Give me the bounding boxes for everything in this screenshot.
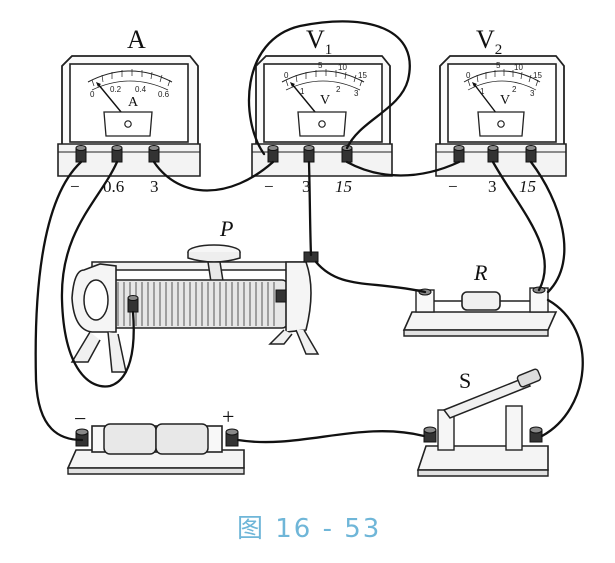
voltmeter2-scale-inner-2: 2 [512,85,517,94]
voltmeter2-terminal-15[interactable] [525,145,537,163]
ammeter-scale-1: 0.2 [110,85,122,94]
voltmeter1-scale-0: 0 [284,71,289,80]
ammeter-terminal-label-neg: − [70,177,80,196]
voltmeter2-scale-15: 15 [533,71,542,80]
voltmeter-2: V2 0 5 10 15 1 2 3 V [435,25,567,196]
rheostat-terminal-right[interactable] [275,289,287,303]
voltmeter2-dial-unit: V [500,93,510,108]
ammeter-terminal-label-0.6: 0.6 [103,177,124,196]
voltmeter2-scale-0: 0 [466,71,471,80]
voltmeter2-terminal-label-15: 15 [519,177,536,196]
battery-minus-label: − [74,406,86,431]
rheostat-terminal-left[interactable] [127,295,139,313]
ammeter-terminal-neg[interactable] [75,145,87,163]
ammeter: A 0 0.2 0.4 0.6 A [57,25,201,196]
voltmeter1-scale-15: 15 [358,71,367,80]
switch-lever[interactable] [442,368,542,419]
ammeter-terminal-3[interactable] [148,145,160,163]
switch-terminal-right[interactable] [529,426,543,443]
voltmeter1-terminal-neg[interactable] [267,145,279,163]
ammeter-terminal-label-3: 3 [150,177,159,196]
voltmeter1-terminal-label-3: 3 [302,177,311,196]
voltmeter2-scale-5: 5 [496,61,501,70]
ammeter-terminal-0.6[interactable] [111,145,123,163]
switch-terminal-left[interactable] [423,426,437,443]
voltmeter1-dial-unit: V [320,93,330,108]
resistor: R [402,260,558,337]
voltmeter-1: V1 0 5 10 15 1 2 3 V [251,25,393,196]
voltmeter1-scale-inner-3: 3 [354,89,359,98]
battery-terminal-pos[interactable] [225,428,239,447]
ammeter-dial-unit: A [128,95,139,110]
voltmeter2-label: V2 [476,25,502,58]
wires [34,20,584,444]
rheostat-coil [117,282,275,326]
switch: S [416,368,549,477]
battery: − + [66,404,245,475]
voltmeter2-scale-ticks [467,69,539,87]
voltmeter1-scale-10: 10 [338,63,347,72]
voltmeter1-terminal-3[interactable] [303,145,315,163]
voltmeter2-scale-inner-3: 3 [530,89,535,98]
ammeter-scale-2: 0.4 [135,85,147,94]
battery-plus-label: + [222,404,234,429]
voltmeter2-terminal-label-neg: − [448,177,458,196]
ammeter-scale-0: 0 [90,90,95,99]
voltmeter1-terminal-label-15: 15 [335,177,352,196]
resistor-label: R [473,260,488,285]
voltmeter2-scale-inner-1: 1 [480,87,485,96]
voltmeter2-terminal-label-3: 3 [488,177,497,196]
voltmeter1-scale-ticks [285,69,363,87]
voltmeter1-label: V1 [306,25,332,58]
voltmeter1-scale-5: 5 [318,61,323,70]
voltmeter1-terminal-label-neg: − [264,177,274,196]
rheostat: P [70,216,320,373]
voltmeter1-scale-inner-1: 1 [300,87,305,96]
rheostat-label: P [219,216,233,241]
battery-cell-1 [103,423,157,455]
resistor-body [461,291,501,311]
switch-label: S [459,368,471,393]
ammeter-scale-ticks [91,69,171,87]
figure-caption: 图 16 - 53 [237,514,381,544]
voltmeter2-terminal-3[interactable] [487,145,499,163]
voltmeter1-scale-inner-2: 2 [336,85,341,94]
battery-cell-2 [155,423,209,455]
ammeter-label: A [127,25,146,54]
battery-terminal-neg[interactable] [75,428,89,447]
voltmeter2-scale-10: 10 [514,63,523,72]
ammeter-scale-3: 0.6 [158,90,170,99]
